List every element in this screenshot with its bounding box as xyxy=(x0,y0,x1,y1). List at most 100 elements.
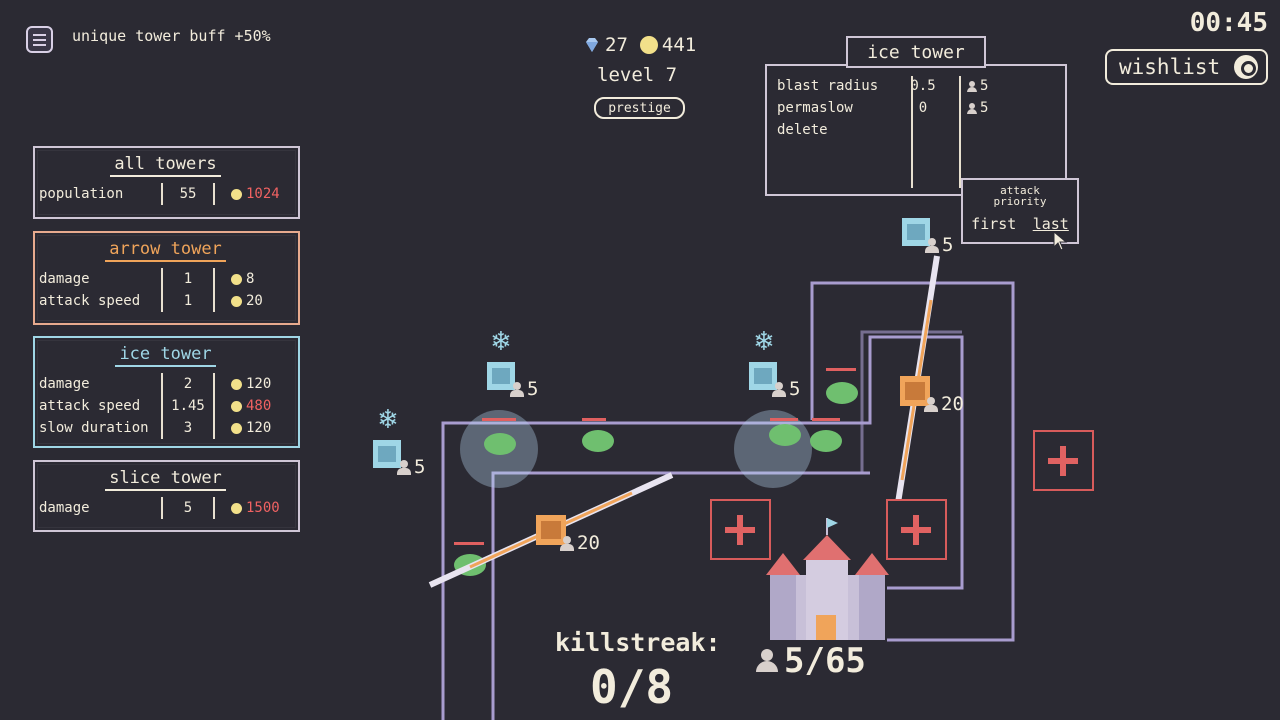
upgrade-row[interactable]: damage 5 1500 xyxy=(39,497,292,519)
panel-slice-tower: slice tower damage 5 1500 xyxy=(33,460,300,532)
level-label: level 7 xyxy=(597,64,678,86)
person-icon xyxy=(967,102,977,114)
buff-text: unique tower buff +50% xyxy=(72,27,271,45)
stat-value: 5 xyxy=(161,497,215,519)
priority-first-option[interactable]: first xyxy=(971,215,1017,233)
upgrade-cost: 120 xyxy=(246,420,272,436)
enemy-slime[interactable] xyxy=(582,418,614,452)
upgrade-row[interactable]: attack speed 1.45 480 xyxy=(39,395,292,417)
wishlist-label: wishlist xyxy=(1119,55,1221,79)
person-icon xyxy=(397,459,411,475)
upgrade-cost: 120 xyxy=(246,376,272,392)
stat-label: delete xyxy=(777,122,828,138)
upgrade-row[interactable]: damage 1 8 xyxy=(39,268,292,290)
tower-pop-label: 5 xyxy=(397,456,425,478)
panel-arrow-tower: arrow tower damage 1 8 attack speed 1 20 xyxy=(33,231,300,325)
stat-value: 1 xyxy=(161,268,215,290)
priority-last-option[interactable]: last xyxy=(1032,215,1069,233)
tower-pop-label: 5 xyxy=(510,378,538,400)
wishlist-button[interactable]: wishlist xyxy=(1105,49,1268,85)
coin-count: 441 xyxy=(661,34,697,56)
coin-icon xyxy=(231,273,242,285)
coin-icon xyxy=(231,400,242,412)
currency-display: 27 441 xyxy=(583,34,696,56)
ice-aura xyxy=(734,410,812,488)
person-icon xyxy=(924,396,938,412)
ice-tower[interactable]: ❄ xyxy=(373,405,401,468)
castle xyxy=(766,518,889,640)
panel-title: slice tower xyxy=(105,468,226,491)
slice-tower[interactable] xyxy=(900,376,930,406)
game-timer: 00:45 xyxy=(1189,8,1268,38)
upgrade-cost: 20 xyxy=(246,293,263,309)
build-slot[interactable] xyxy=(1033,430,1094,491)
coin-icon xyxy=(231,188,242,200)
person-icon xyxy=(925,237,939,253)
panel-all-towers: all towers population 55 1024 xyxy=(33,146,300,219)
slice-tower[interactable] xyxy=(536,515,566,545)
upgrade-row[interactable]: population 55 1024 xyxy=(39,183,292,205)
upgrade-row[interactable]: slow duration 3 120 xyxy=(39,417,292,439)
stat-label: damage xyxy=(39,500,90,516)
upgrade-cost: 480 xyxy=(246,398,272,414)
stat-label: blast radius xyxy=(777,78,879,94)
person-icon xyxy=(560,535,574,551)
gem-count: 27 xyxy=(605,34,628,56)
tower-pop-label: 5 xyxy=(772,378,800,400)
person-icon xyxy=(510,381,524,397)
upgrade-cost: 5 xyxy=(980,100,989,116)
enemy-slime[interactable] xyxy=(810,418,842,452)
stat-value: 2 xyxy=(161,373,215,395)
stat-label: attack speed xyxy=(39,398,141,414)
upgrade-cost: 1024 xyxy=(246,186,280,202)
path-outer-right xyxy=(810,281,1015,642)
panel-title: arrow tower xyxy=(105,239,226,262)
tower-pop-label: 20 xyxy=(924,393,964,415)
panel-title: ice tower xyxy=(115,344,216,367)
attack-priority-title: attack priority xyxy=(993,184,1047,208)
stat-label: population xyxy=(39,186,124,202)
upgrade-cost: 5 xyxy=(980,78,989,94)
ice-tower-selected[interactable] xyxy=(902,218,930,246)
stat-label: slow duration xyxy=(39,420,149,436)
tower-pop-label: 5 xyxy=(925,234,953,256)
snowflake-icon: ❄ xyxy=(377,405,399,435)
killstreak-value: 0/8 xyxy=(590,660,674,714)
person-icon xyxy=(967,80,977,92)
stat-label: damage xyxy=(39,376,90,392)
upgrade-row[interactable]: attack speed 1 20 xyxy=(39,290,292,312)
coin-icon xyxy=(639,36,658,54)
killstreak-label: killstreak: xyxy=(555,628,721,657)
enemy-slime[interactable] xyxy=(826,368,858,404)
stat-value: 0 xyxy=(918,100,928,116)
coin-icon xyxy=(231,422,242,434)
panel-ice-tower: ice tower damage 2 120 attack speed 1.45… xyxy=(33,336,300,448)
coin-icon xyxy=(231,295,242,307)
lives-value: 5/65 xyxy=(784,641,866,681)
build-slot[interactable] xyxy=(886,499,947,560)
stat-label: permaslow xyxy=(777,100,853,116)
path-inner-bottom xyxy=(491,471,870,720)
enemy-slime[interactable] xyxy=(769,418,801,446)
enemy-slime[interactable] xyxy=(482,418,516,455)
person-icon xyxy=(756,649,778,673)
cursor-icon xyxy=(1053,231,1068,251)
menu-button[interactable] xyxy=(26,26,53,53)
stat-value: 3 xyxy=(161,417,215,439)
upgrade-row[interactable]: damage 2 120 xyxy=(39,373,292,395)
prestige-button[interactable]: prestige xyxy=(594,97,685,119)
attack-priority-box: attack priority first last xyxy=(961,178,1079,244)
path-inner-left xyxy=(441,335,964,720)
ice-tower[interactable]: ❄ xyxy=(487,327,515,390)
stat-label: damage xyxy=(39,271,90,287)
selected-tower-panel: blast radius 0.5 5 permaslow 0 5 delete xyxy=(765,64,1067,196)
tower-upgrade-row[interactable]: permaslow 0 5 xyxy=(767,97,1065,119)
selected-tower-title: ice tower xyxy=(846,36,986,68)
stat-value: 1 xyxy=(161,290,215,312)
build-slot[interactable] xyxy=(710,499,771,560)
ice-tower[interactable]: ❄ xyxy=(749,327,777,390)
delete-tower-button[interactable]: delete xyxy=(767,119,1065,141)
upgrade-cost: 8 xyxy=(246,271,255,287)
tower-upgrade-row[interactable]: blast radius 0.5 5 xyxy=(767,75,1065,97)
